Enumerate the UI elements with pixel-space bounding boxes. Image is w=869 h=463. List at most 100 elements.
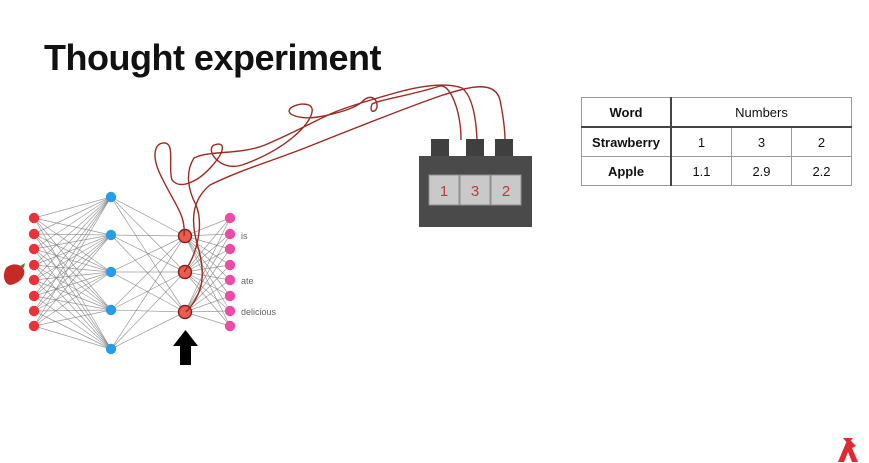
network-edge <box>184 235 231 297</box>
network-edge <box>184 217 231 273</box>
device-screen-cell <box>428 174 460 206</box>
table-row: Strawberry 1 3 2 <box>581 126 852 157</box>
network-edge <box>33 234 112 297</box>
hidden-node <box>105 304 117 316</box>
network-edge <box>33 234 112 250</box>
input-node <box>28 212 40 224</box>
network-edge <box>33 248 112 311</box>
output-node <box>224 290 236 302</box>
device-screen-cell <box>490 174 522 206</box>
output-node <box>224 212 236 224</box>
network-edge <box>33 309 112 327</box>
output-node <box>224 305 236 317</box>
input-node <box>28 305 40 317</box>
network-edge <box>184 233 231 313</box>
device-screen-cell <box>459 174 491 206</box>
network-edge <box>33 196 112 250</box>
network-edge <box>110 234 186 237</box>
network-edge <box>184 248 231 313</box>
input-node <box>28 274 40 286</box>
network-edge <box>184 279 231 313</box>
network-edge <box>33 196 112 327</box>
table-row-word: Apple <box>581 156 672 186</box>
network-edge <box>33 271 112 297</box>
network-edge <box>33 279 112 350</box>
hidden-node <box>105 343 117 355</box>
output-node <box>224 228 236 240</box>
network-edge <box>184 295 231 313</box>
network-edge <box>33 295 112 350</box>
network-edge <box>110 234 186 313</box>
output-label-is: is <box>241 231 248 241</box>
table-header-numbers: Numbers <box>670 97 852 128</box>
hidden-node <box>105 191 117 203</box>
network-edge <box>184 233 231 273</box>
table-cell: 2 <box>791 126 852 157</box>
up-arrow-icon <box>173 330 198 365</box>
network-edge <box>184 271 231 312</box>
number-device: 1 3 2 <box>419 139 532 227</box>
network-edge <box>33 271 112 327</box>
device-digit-2: 3 <box>471 183 479 200</box>
network-edge <box>33 248 112 273</box>
network-edge <box>33 234 112 327</box>
input-node <box>28 259 40 271</box>
table-cell: 1.1 <box>670 156 732 186</box>
network-edge <box>33 196 112 235</box>
network-edge <box>184 217 231 237</box>
network-edge <box>184 217 231 313</box>
network-edge <box>33 234 112 266</box>
network-edge <box>110 196 186 237</box>
network-edge <box>110 196 186 313</box>
network-edge <box>33 309 112 312</box>
probed-neuron-node <box>177 264 193 280</box>
output-node <box>224 320 236 332</box>
strawberry-icon <box>3 263 25 285</box>
network-edge <box>33 196 112 266</box>
output-label-delicious: delicious <box>241 307 277 317</box>
network-edge <box>33 325 112 350</box>
network-edge <box>33 196 112 281</box>
hidden-node <box>105 229 117 241</box>
word-numbers-table: Word Numbers Strawberry 1 3 2 Apple 1.1 … <box>581 97 852 186</box>
network-edge <box>33 233 112 236</box>
network-edge <box>33 217 112 273</box>
output-label-ate: ate <box>241 276 254 286</box>
input-node <box>28 228 40 240</box>
output-node <box>224 274 236 286</box>
network-edge <box>33 196 112 312</box>
input-node <box>28 243 40 255</box>
network-edge <box>33 279 112 311</box>
network-edge <box>184 310 231 313</box>
network-edge <box>184 311 231 327</box>
network-edge <box>110 311 186 350</box>
network-connections <box>33 196 231 350</box>
table-row-word: Strawberry <box>581 126 672 157</box>
table-cell: 2.2 <box>791 156 852 186</box>
network-edge <box>33 217 112 236</box>
table-cell: 2.9 <box>731 156 792 186</box>
network-edge <box>110 271 186 311</box>
probe-wires <box>154 84 506 313</box>
network-edge <box>110 196 186 273</box>
table-header-row: Word Numbers <box>581 97 852 128</box>
network-edge <box>33 217 112 311</box>
brand-logo-icon <box>838 438 858 462</box>
network-edge <box>33 217 112 350</box>
network-edge <box>184 271 231 281</box>
network-edge <box>33 271 112 281</box>
network-edge <box>184 271 231 297</box>
table-cell: 1 <box>670 126 732 157</box>
network-edge <box>33 196 112 297</box>
device-probe-port <box>431 139 449 156</box>
slide-title: Thought experiment <box>44 37 382 78</box>
network-edge <box>184 264 231 273</box>
device-probe-port <box>495 139 513 156</box>
output-node <box>224 259 236 271</box>
network-edge <box>110 271 186 350</box>
network-edge <box>184 248 231 273</box>
network-edge <box>184 235 231 266</box>
device-digit-3: 2 <box>502 183 510 200</box>
input-node <box>28 290 40 302</box>
